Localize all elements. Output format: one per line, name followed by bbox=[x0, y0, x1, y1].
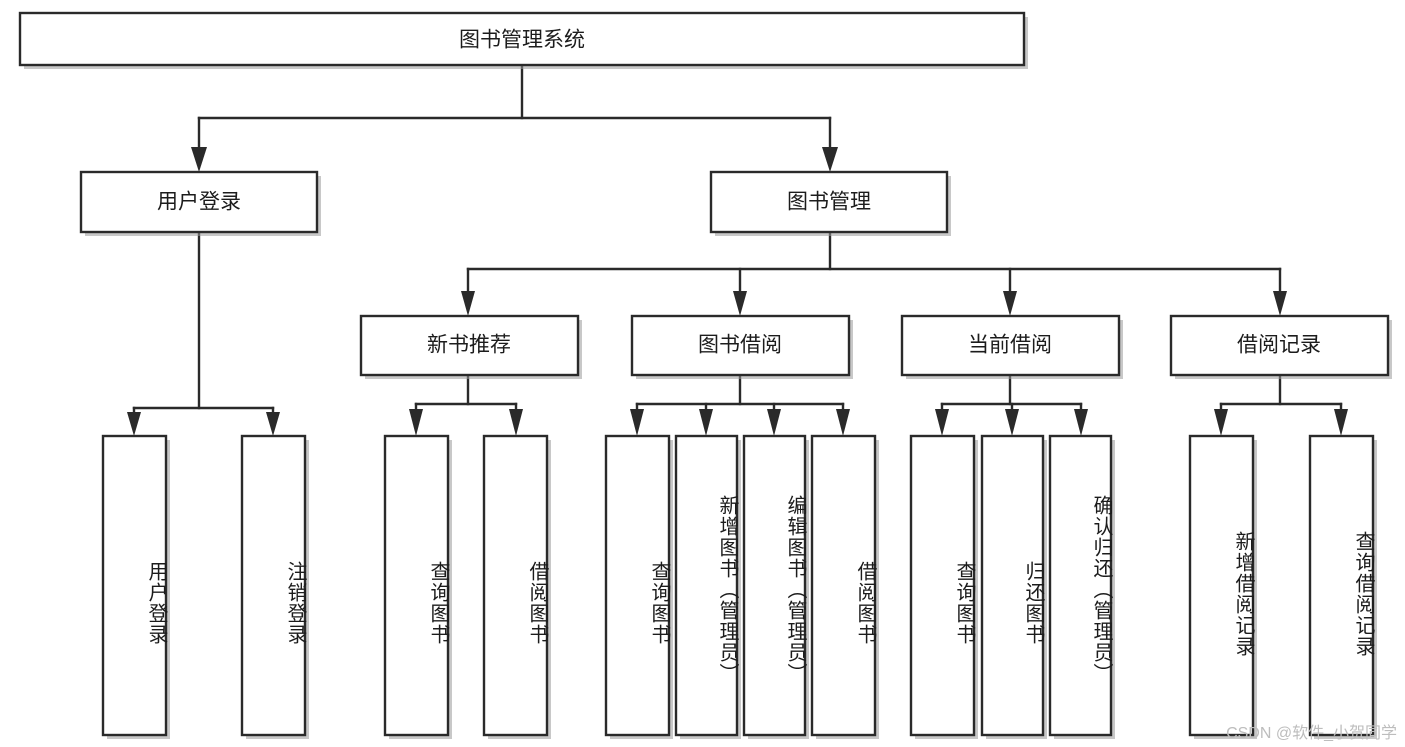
node-user-login-box[interactable] bbox=[79, 170, 319, 234]
node-book-manage-label: 图书管理 bbox=[787, 191, 871, 214]
node-root-box[interactable] bbox=[18, 11, 1026, 67]
node-borrow-record-label: 借阅记录 bbox=[1237, 334, 1321, 357]
connector-layer bbox=[127, 63, 1348, 436]
node-new-book-rec[interactable]: 新书推荐 bbox=[359, 314, 582, 379]
arrow-head-leaf-query-book-rec bbox=[409, 409, 423, 436]
node-book-manage-box[interactable] bbox=[709, 170, 949, 234]
node-root-label: 图书管理系统 bbox=[459, 29, 585, 52]
leaf-add-book-box[interactable] bbox=[674, 434, 739, 737]
node-user-login[interactable]: 用户登录 bbox=[79, 170, 321, 236]
leaf-return-book[interactable] bbox=[980, 434, 1047, 739]
node-book-borrow[interactable]: 图书借阅 bbox=[630, 314, 853, 379]
arrow-head-leaf-add-book bbox=[699, 409, 713, 436]
arrow-head-current-borrow bbox=[1003, 291, 1017, 316]
leaf-logout-box[interactable] bbox=[240, 434, 307, 737]
leaf-borrow-book-rec-box[interactable] bbox=[482, 434, 549, 737]
leaf-add-record[interactable] bbox=[1188, 434, 1257, 739]
leaf-query-record[interactable] bbox=[1308, 434, 1377, 739]
leaf-node-layer bbox=[101, 434, 1377, 739]
arrow-head-borrow-record bbox=[1273, 291, 1287, 316]
node-current-borrow-label: 当前借阅 bbox=[968, 334, 1052, 357]
arrow-head-leaf-confirm-return bbox=[1074, 409, 1088, 436]
arrow-head-leaf-user-login bbox=[127, 412, 141, 436]
node-borrow-record[interactable]: 借阅记录 bbox=[1169, 314, 1392, 379]
arrow-head-leaf-return-book bbox=[1005, 409, 1019, 436]
node-current-borrow[interactable]: 当前借阅 bbox=[900, 314, 1123, 379]
arrow-head-leaf-edit-book bbox=[767, 409, 781, 436]
leaf-borrow-book-rec[interactable] bbox=[482, 434, 551, 739]
leaf-edit-book[interactable] bbox=[742, 434, 809, 739]
arrow-head-leaf-add-record bbox=[1214, 409, 1228, 436]
leaf-query-record-box[interactable] bbox=[1308, 434, 1375, 737]
arrow-head-leaf-query-book-borrow bbox=[630, 409, 644, 436]
csdn-watermark: CSDN @软件_小贺同学 bbox=[1226, 725, 1397, 742]
arrow-head-leaf-logout bbox=[266, 412, 280, 436]
leaf-user-login-box[interactable] bbox=[101, 434, 168, 737]
leaf-confirm-return[interactable] bbox=[1048, 434, 1115, 739]
node-layer: 图书管理系统 用户登录 图书管理 新书推荐 图书 bbox=[18, 11, 1392, 739]
leaf-return-book-box[interactable] bbox=[980, 434, 1045, 737]
arrow-head-book-borrow bbox=[733, 291, 747, 316]
arrow-head-book-manage bbox=[822, 147, 838, 172]
leaf-edit-book-box[interactable] bbox=[742, 434, 807, 737]
arrow-head-leaf-query-record bbox=[1334, 409, 1348, 436]
leaf-confirm-return-box[interactable] bbox=[1048, 434, 1113, 737]
leaf-query-book-rec[interactable] bbox=[383, 434, 452, 739]
node-borrow-record-box[interactable] bbox=[1169, 314, 1390, 377]
leaf-query-book-current-box[interactable] bbox=[909, 434, 976, 737]
node-user-login-label: 用户登录 bbox=[157, 191, 241, 214]
leaf-borrow-book[interactable] bbox=[810, 434, 879, 739]
leaf-add-record-box[interactable] bbox=[1188, 434, 1255, 737]
node-book-borrow-box[interactable] bbox=[630, 314, 851, 377]
leaf-query-book-borrow-box[interactable] bbox=[604, 434, 671, 737]
leaf-query-book-rec-box[interactable] bbox=[383, 434, 450, 737]
leaf-add-book[interactable] bbox=[674, 434, 741, 739]
leaf-user-login[interactable] bbox=[101, 434, 170, 739]
leaf-borrow-book-box[interactable] bbox=[810, 434, 877, 737]
node-book-borrow-label: 图书借阅 bbox=[698, 334, 782, 357]
arrow-head-leaf-query-book-current bbox=[935, 409, 949, 436]
arrow-head-user-login bbox=[191, 147, 207, 172]
node-current-borrow-box[interactable] bbox=[900, 314, 1121, 377]
node-book-manage[interactable]: 图书管理 bbox=[709, 170, 951, 236]
leaf-logout[interactable] bbox=[240, 434, 309, 739]
leaf-query-book-current[interactable] bbox=[909, 434, 978, 739]
node-root[interactable]: 图书管理系统 bbox=[18, 11, 1028, 69]
leaf-query-book-borrow[interactable] bbox=[604, 434, 673, 739]
node-new-book-rec-label: 新书推荐 bbox=[427, 334, 511, 357]
arrow-head-new-book-rec bbox=[461, 291, 475, 316]
arrow-head-leaf-borrow-book-rec bbox=[509, 409, 523, 436]
node-new-book-rec-box[interactable] bbox=[359, 314, 580, 377]
arrow-head-leaf-borrow-book bbox=[836, 409, 850, 436]
